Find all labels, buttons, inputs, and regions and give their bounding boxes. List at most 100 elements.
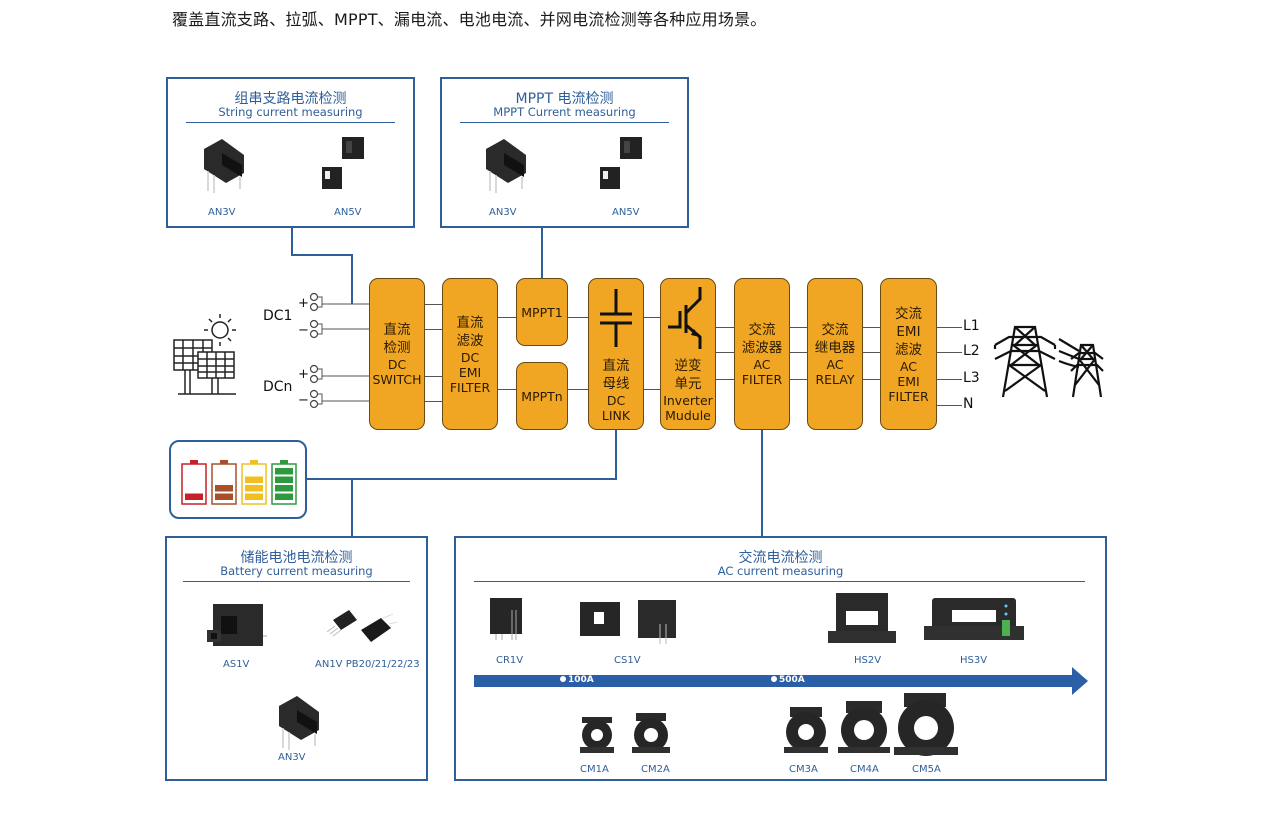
output-label-l3: L3 [963, 370, 980, 386]
block-label: 交流 [895, 305, 922, 322]
wire [424, 376, 442, 377]
battery-levels-icon [181, 460, 297, 505]
product-label: AN3V [489, 207, 517, 218]
block-label: 逆变 [674, 358, 702, 374]
block-label: 滤波 [456, 332, 484, 349]
wire [643, 389, 661, 390]
wire [862, 352, 881, 353]
product-label: CR1V [496, 655, 524, 666]
panel-divider [186, 122, 395, 123]
block-label: Inverter [663, 393, 713, 408]
connector-line [307, 478, 617, 480]
block-label: AC [899, 358, 918, 374]
sensor-cm1a-image [580, 717, 614, 753]
input-label-dcn: DCn [263, 379, 293, 395]
battery-level-segment [215, 493, 233, 500]
product-label: CM1A [580, 764, 609, 775]
battery-level-segment [185, 493, 203, 500]
minus-sign: − [298, 393, 309, 408]
battery-level-segment [215, 485, 233, 492]
minus-sign: − [298, 323, 309, 338]
sensor-an5v-image [600, 137, 642, 189]
ac-current-panel: 交流电流检测 AC current measuring CR1V CS1V HS… [454, 536, 1107, 781]
sensor-an3v-image [279, 696, 319, 750]
battery-current-panel: 储能电池电流检测 Battery current measuring AS1V … [165, 536, 428, 781]
product-label: AN3V [278, 752, 306, 763]
block-dc-emi-filter: 直流 滤波 DC EMI FILTER [442, 278, 498, 430]
panel-title-cn: 组串支路电流检测 [234, 91, 347, 107]
product-label: CM5A [912, 764, 941, 775]
block-ac-relay: 交流 继电器 AC RELAY [807, 278, 863, 430]
product-label: CM3A [789, 764, 818, 775]
block-ac-filter: 交流 滤波器 AC FILTER [734, 278, 790, 430]
block-label: LINK [601, 408, 631, 423]
sensor-cm3a-image [784, 707, 828, 753]
block-dc-switch: 直流 检测 DC SWITCH [369, 278, 425, 430]
connector-line [615, 430, 617, 480]
capacitor-icon [600, 289, 632, 347]
panel-divider [460, 122, 669, 123]
scale-mark-100a: 100A [560, 675, 594, 685]
wire [497, 389, 517, 390]
block-label: 滤波 [895, 341, 922, 358]
wire [789, 327, 808, 328]
product-label: HS3V [960, 655, 988, 666]
scale-mark-label: 100A [568, 675, 594, 685]
block-label: 交流 [821, 322, 849, 338]
scale-mark-label: 500A [779, 675, 805, 685]
input-label-dc1: DC1 [263, 308, 293, 324]
connector-line [291, 254, 353, 256]
panel-divider [183, 581, 410, 582]
block-label: 直流 [383, 322, 411, 338]
wire [567, 317, 589, 318]
headline: 覆盖直流支路、拉弧、MPPT、漏电流、电池电流、并网电流检测等各种应用场景。 [172, 10, 767, 29]
block-label: EMI [896, 323, 921, 340]
wire [424, 329, 442, 330]
panel-title-en: MPPT Current measuring [493, 105, 636, 119]
output-label-l1: L1 [963, 318, 980, 334]
block-ac-emi-filter: 交流 EMI 滤波 AC EMI FILTER [880, 278, 937, 430]
block-label: 交流 [748, 322, 776, 338]
block-mppt1: MPPT1 [516, 278, 568, 346]
sensor-cr1v-image [490, 598, 522, 640]
panel-title-en: String current measuring [218, 105, 363, 119]
igbt-transistor-icon [668, 287, 702, 349]
connector-line [541, 228, 543, 278]
battery-level-segment [275, 468, 293, 475]
block-label: EMI [458, 364, 482, 380]
product-label: AN5V [612, 207, 640, 218]
block-inverter-module: 逆变 单元 Inverter Mudule [660, 278, 716, 430]
battery-level-segment [245, 476, 263, 483]
block-label: AC [826, 357, 844, 372]
block-label: 直流 [602, 358, 630, 374]
wire [715, 379, 735, 380]
block-mpptn: MPPTn [516, 362, 568, 430]
block-label: FILTER [449, 379, 491, 395]
sensor-an3v-image [204, 139, 244, 193]
wire [936, 405, 962, 406]
wire [789, 352, 808, 353]
power-grid-tower-icon [993, 325, 1104, 398]
sensor-cm2a-image [632, 713, 670, 753]
wire [424, 304, 442, 305]
battery-icon [271, 460, 297, 505]
block-label: 单元 [674, 376, 702, 392]
wire [936, 352, 962, 353]
wire [715, 327, 735, 328]
wire [643, 317, 661, 318]
product-label: CS1V [614, 655, 641, 666]
plus-sign: + [298, 367, 309, 382]
sensor-an5v-image [322, 137, 364, 189]
solar-panel-icon [173, 314, 236, 395]
battery-level-segment [275, 476, 293, 483]
block-label: FILTER [741, 372, 783, 387]
plus-sign: + [298, 296, 309, 311]
block-label: AC [753, 357, 771, 372]
connector-line [291, 228, 293, 255]
wire [715, 352, 735, 353]
wire [862, 327, 881, 328]
block-label: MPPTn [521, 388, 563, 404]
wire [936, 327, 962, 328]
block-label: 滤波器 [741, 340, 783, 356]
connector-line [351, 478, 353, 537]
